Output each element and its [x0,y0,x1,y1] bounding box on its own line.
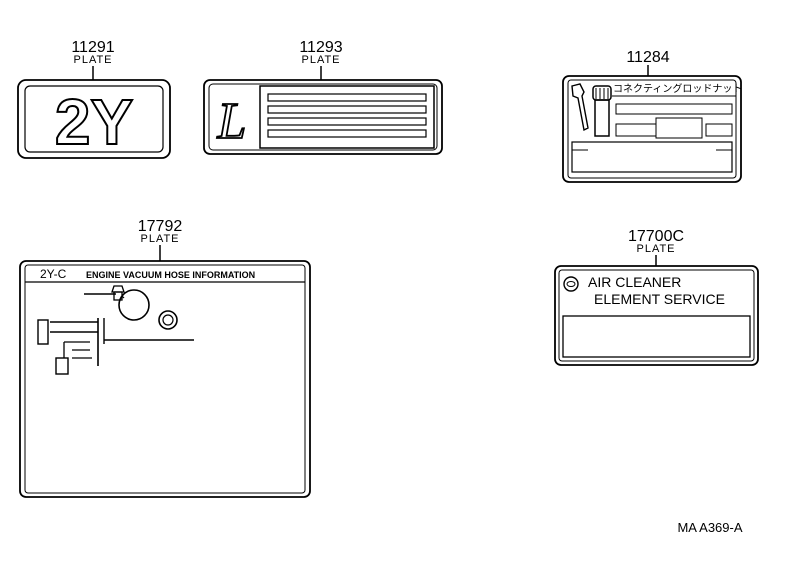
plate-11291: 11291 PLATE 2Y [17,39,171,159]
plate-inner-border-17792 [24,264,306,494]
part-number-11293: 11293 [299,39,342,56]
stripe [267,117,427,126]
service-record-box [562,315,751,358]
part-number-17792: 17792 [138,218,183,235]
brand-logo-icon [563,276,579,292]
plate-outline-17792 [19,260,311,498]
part-name-11291: PLATE [73,54,112,66]
air-cleaner-line-1: AIR CLEANER [588,274,681,290]
part-number-17700c: 17700C [628,228,684,245]
plate-inner-border-11293 [208,83,438,151]
plate-17700c: 17700C PLATE AIR CLEANER ELEMENT SERVICE [554,228,759,366]
plate-inner-border-17700c [558,269,755,362]
part-number-11291: 11291 [71,39,114,56]
stripe [267,93,427,102]
fitting-icon [37,319,49,345]
plate-17792: 17792 PLATE 2Y-C ENGINE VACUUM HOSE INFO… [19,218,311,498]
air-cleaner-line-2: ELEMENT SERVICE [594,291,725,307]
header-text-11284: コネクティングロッドナット [613,82,742,95]
plate-11284: 11284 コネクティングロッドナット [562,49,742,183]
part-name-17792: PLATE [140,233,179,245]
plate-outline-17700c [554,265,759,366]
info-box [655,117,703,139]
part-number-11284: 11284 [626,49,669,66]
wrench-icon [571,83,589,132]
vacuum-diaphragm-icon [118,289,150,321]
info-box [615,103,733,115]
lower-panel [571,141,733,173]
hose-schematic [37,285,194,375]
plate-outline-11284 [562,75,742,183]
stripe-panel [259,85,435,149]
plate-inner-border-11291 [24,85,164,153]
reference-code: MA A369-A [677,520,742,535]
plate-inner-border-11284 [567,79,737,179]
info-box [615,123,657,137]
part-name-11293: PLATE [301,54,340,66]
stripe-group [267,93,427,138]
bolt-icon [594,99,610,137]
plate-outline-11291 [17,79,171,159]
header-text-17792: ENGINE VACUUM HOSE INFORMATION [86,270,255,280]
plate-outline-11293 [203,79,443,155]
part-name-17700c: PLATE [636,243,675,255]
plate-11293: 11293 PLATE L [203,39,443,155]
vsv-icon [111,285,125,293]
stripe [267,129,427,138]
info-box [705,123,733,137]
vacuum-port-icon [158,310,178,330]
header-code-17792: 2Y-C [40,267,67,281]
badge-text-l: L [217,93,247,150]
stripe [267,105,427,114]
badge-text-2y: 2Y [55,86,133,158]
fitting-icon [55,357,69,375]
